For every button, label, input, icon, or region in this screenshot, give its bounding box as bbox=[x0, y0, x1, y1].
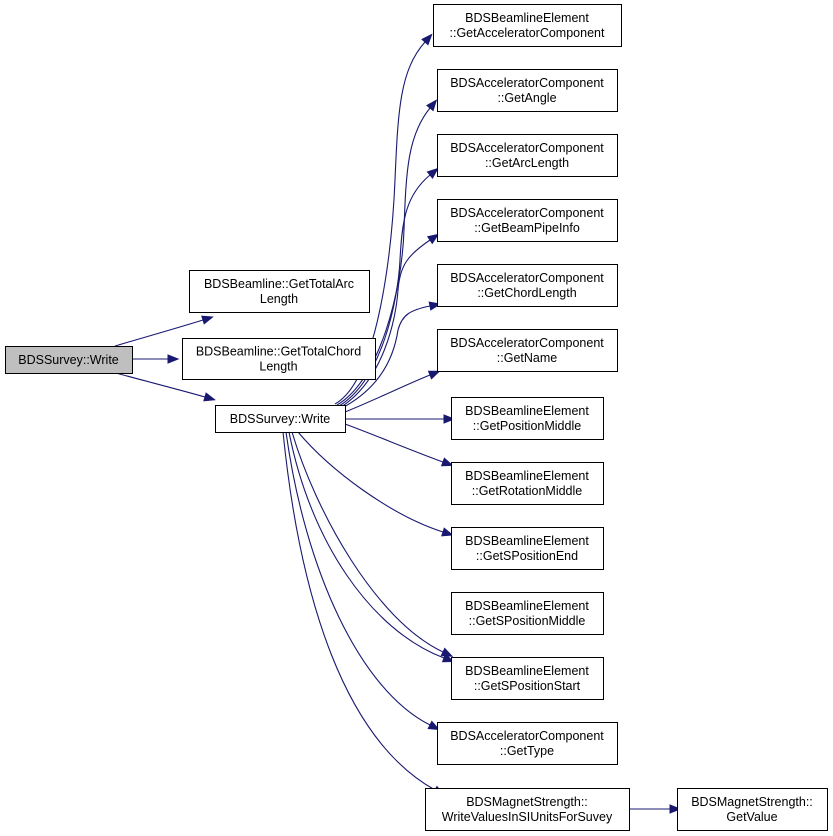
edge-write2-to-get_chord bbox=[341, 305, 431, 409]
node-label-line: BDSBeamlineElement bbox=[465, 469, 589, 483]
arrowhead-write2-to-get_pos_mid bbox=[443, 414, 456, 424]
node-box bbox=[437, 264, 618, 307]
edge-write2-to-get_type bbox=[285, 431, 431, 726]
node-get_arc_length[interactable]: BDSAcceleratorComponent::GetArcLength bbox=[437, 134, 618, 177]
arrowhead-root-to-write2 bbox=[203, 392, 216, 402]
node-label-line: ::GetBeamPipeInfo bbox=[474, 221, 580, 235]
node-box bbox=[437, 199, 618, 242]
arrowhead-write2-to-get_acc_comp bbox=[421, 33, 433, 46]
node-label-line: ::GetAcceleratorComponent bbox=[450, 26, 605, 40]
node-root[interactable]: BDSSurvey::Write bbox=[5, 346, 133, 374]
node-label-line: BDSBeamline::GetTotalChord bbox=[196, 345, 361, 359]
node-box bbox=[437, 134, 618, 177]
node-box bbox=[451, 462, 604, 505]
node-box bbox=[451, 397, 604, 440]
node-label-line: ::GetAngle bbox=[497, 91, 556, 105]
node-box bbox=[677, 788, 828, 831]
arrowhead-write2-to-get_beam_pipe bbox=[426, 233, 440, 245]
node-write2[interactable]: BDSSurvey::Write bbox=[215, 405, 346, 433]
node-box bbox=[451, 592, 604, 635]
node-label-line: ::GetRotationMiddle bbox=[472, 484, 583, 498]
node-label-line: GetValue bbox=[726, 810, 777, 824]
node-box bbox=[437, 722, 618, 765]
node-box bbox=[451, 527, 604, 570]
node-label-line: BDSAcceleratorComponent bbox=[450, 141, 604, 155]
node-get_name[interactable]: BDSAcceleratorComponent::GetName bbox=[437, 329, 618, 372]
node-get_s_mid[interactable]: BDSBeamlineElement::GetSPositionMiddle bbox=[451, 592, 604, 635]
edge-write2-to-get_rot_mid bbox=[344, 423, 444, 463]
node-get_type[interactable]: BDSAcceleratorComponent::GetType bbox=[437, 722, 618, 765]
node-label-line: BDSAcceleratorComponent bbox=[450, 729, 604, 743]
node-label-line: ::GetArcLength bbox=[485, 156, 569, 170]
node-label-line: BDSSurvey::Write bbox=[18, 353, 119, 367]
node-label-line: BDSBeamline::GetTotalArc bbox=[204, 277, 354, 291]
node-box bbox=[451, 657, 604, 700]
node-box bbox=[437, 69, 618, 112]
edge-root-to-total_arc bbox=[114, 319, 204, 347]
node-label-line: BDSMagnetStrength:: bbox=[466, 795, 588, 809]
node-get_value[interactable]: BDSMagnetStrength::GetValue bbox=[677, 788, 828, 831]
node-label-line: ::GetSPositionMiddle bbox=[469, 614, 586, 628]
node-box bbox=[189, 270, 370, 313]
node-label-line: BDSMagnetStrength:: bbox=[691, 795, 813, 809]
node-box bbox=[433, 4, 622, 47]
node-get_rot_mid[interactable]: BDSBeamlineElement::GetRotationMiddle bbox=[451, 462, 604, 505]
node-label-line: Length bbox=[260, 292, 298, 306]
edge-write2-to-get_s_mid bbox=[291, 431, 444, 653]
arrowhead-write2-to-get_name bbox=[427, 370, 441, 380]
node-label-line: WriteValuesInSIUnitsForSuvey bbox=[442, 810, 613, 824]
arrowhead-write2-to-get_type bbox=[427, 720, 441, 731]
node-box bbox=[5, 346, 133, 374]
node-get_chord[interactable]: BDSAcceleratorComponent::GetChordLength bbox=[437, 264, 618, 307]
edge-write2-to-get_beam_pipe bbox=[340, 239, 431, 408]
arrowhead-root-to-total_chord bbox=[167, 354, 180, 364]
node-label-line: BDSBeamlineElement bbox=[465, 664, 589, 678]
node-box bbox=[215, 405, 346, 433]
arrowhead-write2-to-get_angle bbox=[426, 99, 438, 112]
node-write_values[interactable]: BDSMagnetStrength::WriteValuesInSIUnitsF… bbox=[425, 788, 630, 831]
node-label-line: BDSAcceleratorComponent bbox=[450, 206, 604, 220]
node-get_acc_comp[interactable]: BDSBeamlineElement::GetAcceleratorCompon… bbox=[433, 4, 622, 47]
node-label-line: BDSAcceleratorComponent bbox=[450, 76, 604, 90]
node-label-line: BDSBeamlineElement bbox=[465, 599, 589, 613]
node-box bbox=[182, 338, 376, 380]
node-label-line: BDSBeamlineElement bbox=[465, 11, 589, 25]
node-get_pos_mid[interactable]: BDSBeamlineElement::GetPositionMiddle bbox=[451, 397, 604, 440]
node-label-line: Length bbox=[259, 360, 297, 374]
node-get_beam_pipe[interactable]: BDSAcceleratorComponent::GetBeamPipeInfo bbox=[437, 199, 618, 242]
edge-write2-to-get_s_end bbox=[297, 431, 444, 533]
node-box bbox=[437, 329, 618, 372]
node-label-line: BDSBeamlineElement bbox=[465, 534, 589, 548]
nodes-layer: BDSSurvey::Write BDSBeamline::GetTotalArc… bbox=[5, 4, 828, 831]
node-label-line: ::GetPositionMiddle bbox=[473, 419, 581, 433]
node-label-line: BDSAcceleratorComponent bbox=[450, 336, 604, 350]
arrowhead-root-to-total_arc bbox=[201, 315, 214, 325]
node-label-line: BDSSurvey::Write bbox=[230, 412, 331, 426]
edge-root-to-write2 bbox=[115, 372, 206, 398]
node-get_s_end[interactable]: BDSBeamlineElement::GetSPositionEnd bbox=[451, 527, 604, 570]
edge-write2-to-write_values bbox=[282, 431, 436, 791]
arrowhead-write2-to-get_s_start bbox=[441, 653, 455, 663]
node-box bbox=[425, 788, 630, 831]
arrowhead-write2-to-get_arc_length bbox=[426, 167, 439, 179]
arrowhead-write_values-to-get_value bbox=[669, 804, 682, 814]
node-label-line: ::GetType bbox=[500, 744, 554, 758]
edge-write2-to-get_name bbox=[344, 374, 431, 413]
node-label-line: ::GetName bbox=[497, 351, 557, 365]
node-get_angle[interactable]: BDSAcceleratorComponent::GetAngle bbox=[437, 69, 618, 112]
node-label-line: BDSAcceleratorComponent bbox=[450, 271, 604, 285]
edge-write2-to-get_s_start bbox=[288, 431, 445, 659]
node-label-line: ::GetSPositionEnd bbox=[476, 549, 578, 563]
node-label-line: BDSBeamlineElement bbox=[465, 404, 589, 418]
node-label-line: ::GetChordLength bbox=[477, 286, 576, 300]
node-get_s_start[interactable]: BDSBeamlineElement::GetSPositionStart bbox=[451, 657, 604, 700]
arrowhead-write2-to-get_rot_mid bbox=[440, 457, 454, 467]
arrowhead-write2-to-get_s_end bbox=[441, 527, 454, 537]
node-label-line: ::GetSPositionStart bbox=[474, 679, 581, 693]
